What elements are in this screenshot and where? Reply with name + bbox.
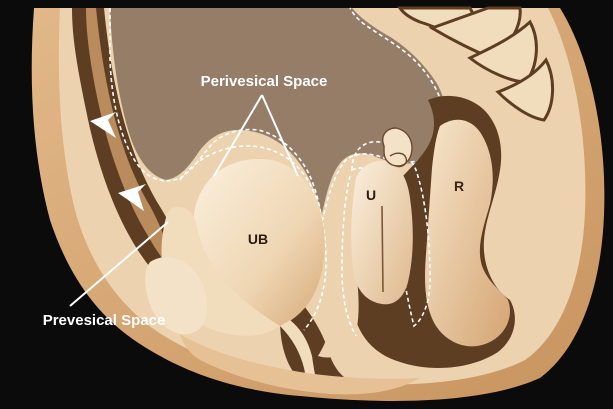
uterine-cavity — [382, 206, 383, 292]
bladder-label: UB — [248, 231, 268, 247]
uterus-label: U — [366, 187, 376, 203]
prevesical-space-label: Prevesical Space — [43, 312, 166, 329]
perivesical-space-label: Perivesical Space — [201, 73, 328, 90]
rectum-label: R — [454, 178, 464, 194]
